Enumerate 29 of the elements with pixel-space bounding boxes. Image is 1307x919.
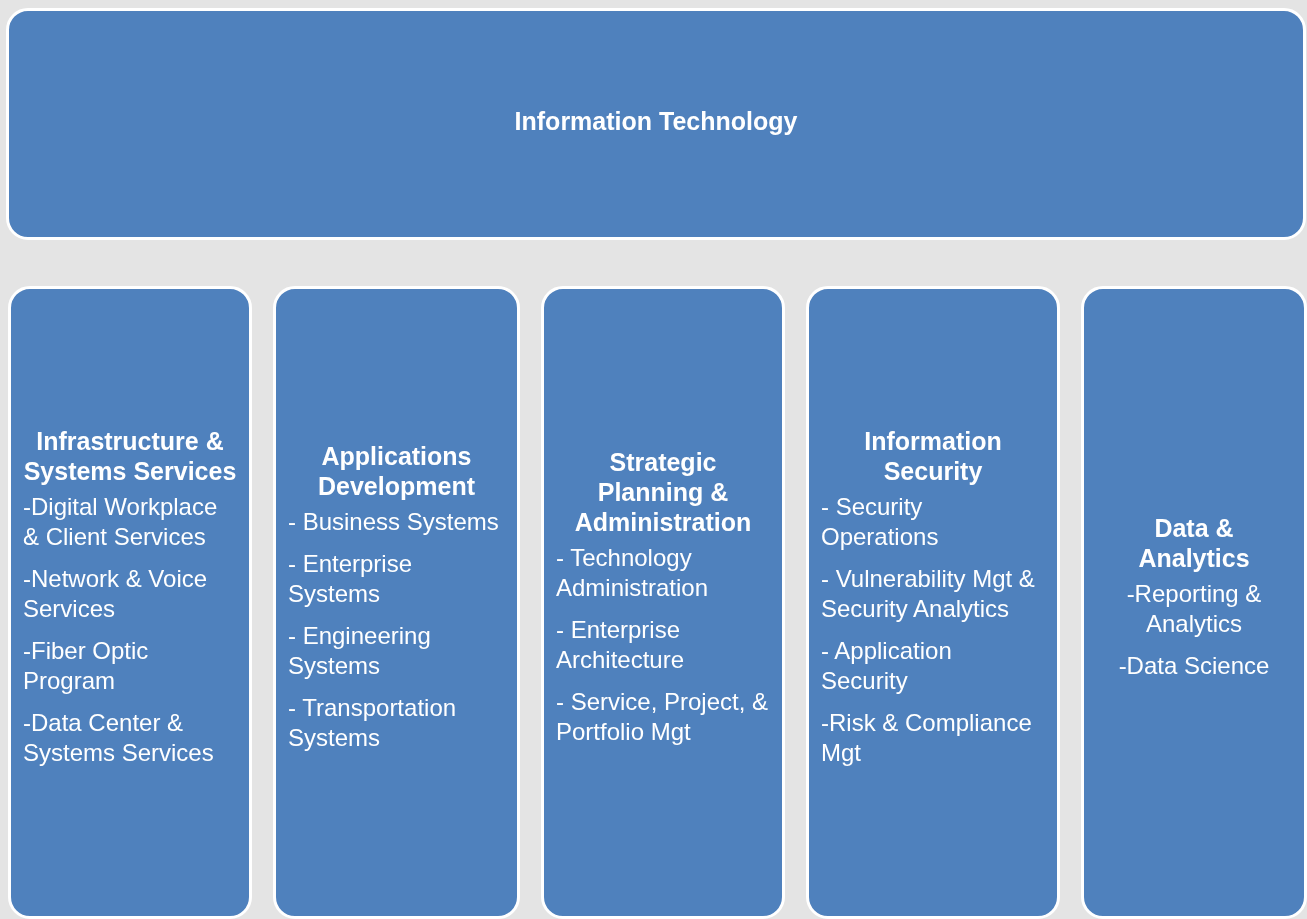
department-box — [273, 286, 520, 919]
list-item: - Security Operations — [821, 491, 940, 552]
list-item: -Fiber Optic Program — [23, 635, 150, 696]
department-box — [1081, 286, 1307, 919]
list-item: -Network & Voice Services — [23, 563, 209, 624]
list-item: - Technology Administration — [556, 542, 710, 603]
list-item: - Enterprise Systems — [288, 548, 414, 609]
heading: Information Technology — [514, 106, 798, 136]
header-box — [6, 8, 1306, 240]
list-item: - Engineering Systems — [288, 620, 432, 681]
heading: Data & Analytics — [1137, 512, 1251, 573]
list-item: - Vulnerability Mgt & Security Analytics — [821, 563, 1036, 624]
department-box — [8, 286, 252, 919]
list-item: -Reporting & Analytics — [1125, 578, 1263, 639]
list-item: - Transportation Systems — [288, 692, 458, 753]
list-item: - Application Security — [821, 635, 953, 696]
list-item: -Digital Workplace & Client Services — [23, 491, 219, 552]
list-item: -Data Center & Systems Services — [23, 707, 215, 768]
heading: Infrastructure & Systems Services — [23, 425, 237, 486]
list-item: - Enterprise Architecture — [556, 614, 686, 675]
heading: Applications Development — [317, 440, 476, 501]
heading: Information Security — [863, 425, 1003, 486]
list-item: - Business Systems — [288, 506, 500, 537]
department-box — [541, 286, 785, 919]
list-item: - Service, Project, & Portfolio Mgt — [556, 686, 770, 747]
department-box — [806, 286, 1060, 919]
list-item: -Data Science — [1117, 650, 1271, 681]
list-item: -Risk & Compliance Mgt — [821, 707, 1033, 768]
heading: Strategic Planning & Administration — [573, 446, 753, 537]
